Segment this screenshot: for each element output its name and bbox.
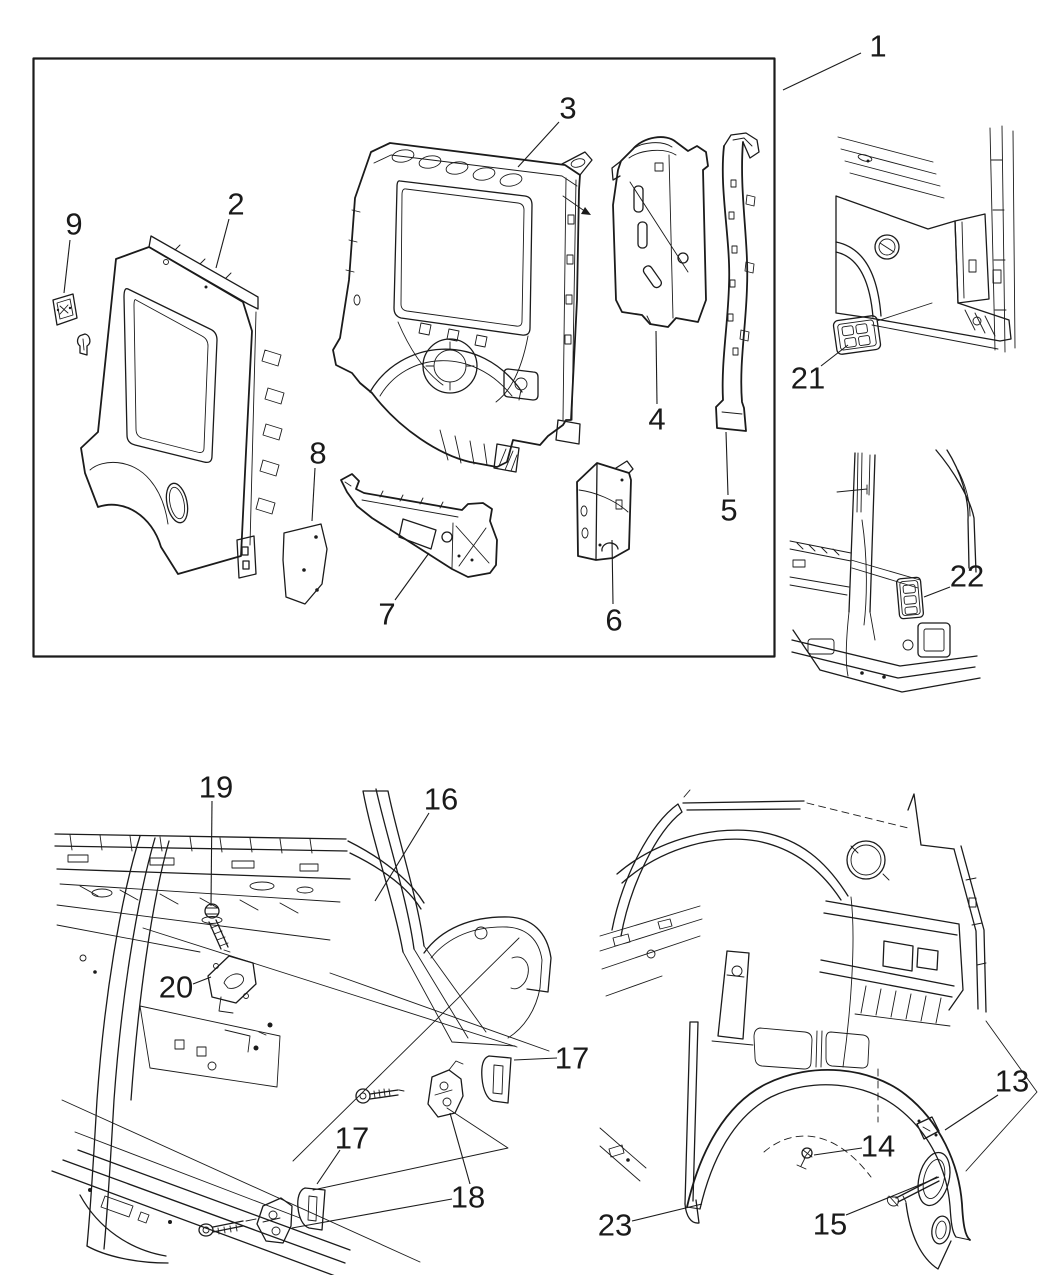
part-door-check-upper bbox=[427, 1060, 464, 1118]
callout-5-label: 5 bbox=[720, 493, 737, 528]
callout-3-label: 3 bbox=[559, 91, 576, 126]
callout-17b-leader bbox=[316, 1149, 341, 1185]
callout-14-label: 14 bbox=[861, 1129, 895, 1164]
callout-8-leader bbox=[311, 467, 316, 522]
part-striker-cover-upper bbox=[481, 1055, 512, 1104]
callout-18-label: 18 bbox=[451, 1180, 485, 1215]
part-striker-cover-lower bbox=[297, 1187, 326, 1231]
main-assembly-box bbox=[32, 57, 776, 658]
callout-15-label: 15 bbox=[813, 1207, 847, 1242]
part-push-pin bbox=[886, 1176, 940, 1207]
part-air-exhauster-vent-2 bbox=[895, 576, 925, 620]
callout-1-label: 1 bbox=[869, 29, 886, 64]
callout-18-leader bbox=[291, 1198, 453, 1229]
callout-22-leader bbox=[923, 586, 951, 598]
callout-22-label: 22 bbox=[950, 559, 984, 594]
callout-9-label: 9 bbox=[65, 207, 82, 242]
callout-21-label: 21 bbox=[791, 361, 825, 396]
callout-4-leader bbox=[655, 330, 658, 405]
callout-2-leader bbox=[215, 218, 230, 269]
callout-8-label: 8 bbox=[309, 436, 326, 471]
part-door-check-lower bbox=[256, 1197, 293, 1244]
part-pillar-reinforcement bbox=[611, 136, 709, 328]
callout-5-leader bbox=[725, 431, 729, 496]
callout-23-label: 23 bbox=[598, 1208, 632, 1243]
callout-6-leader bbox=[611, 539, 614, 605]
part-sill-support bbox=[340, 473, 498, 578]
part-corner-bracket bbox=[576, 460, 634, 561]
callout-9-leader bbox=[63, 239, 71, 294]
callout-15-leader bbox=[845, 1176, 940, 1216]
callout-17a-leader bbox=[513, 1057, 558, 1061]
part-splash-shield-edge bbox=[684, 1021, 700, 1224]
callout-19-label: 19 bbox=[199, 770, 233, 805]
callout-21-leader bbox=[820, 344, 849, 367]
part-latch-striker bbox=[207, 955, 257, 1014]
assembly-direction-arrow bbox=[562, 195, 591, 215]
part-arch-bracket bbox=[916, 1116, 940, 1140]
callout-20-leader bbox=[192, 976, 212, 985]
figure-body-side-inner bbox=[51, 788, 552, 1275]
callout-17a-label: 17 bbox=[555, 1041, 589, 1076]
callout-1-leader bbox=[782, 52, 862, 91]
part-bolt bbox=[201, 903, 231, 953]
callout-13-leader bbox=[944, 1094, 999, 1131]
callout-16-leader bbox=[374, 812, 430, 902]
callout-20-label: 20 bbox=[159, 970, 193, 1005]
part-quarter-panel-outer bbox=[80, 235, 285, 579]
part-rail-reinforcement bbox=[715, 132, 760, 432]
part-screw-upper bbox=[355, 1088, 405, 1104]
part-inner-quarter-panel bbox=[332, 142, 593, 473]
callout-18-leader-2 bbox=[449, 1112, 471, 1185]
callout-13-label: 13 bbox=[995, 1064, 1029, 1099]
figure-wheelhouse-inner bbox=[599, 789, 1038, 1270]
callout-23-leader bbox=[631, 1203, 703, 1222]
part-air-exhauster-vent bbox=[832, 315, 882, 355]
figure-rear-quarter-outside bbox=[832, 125, 1016, 355]
figure-rear-corner bbox=[789, 449, 981, 693]
callout-7-label: 7 bbox=[378, 597, 395, 632]
part-screw-lower bbox=[198, 1218, 257, 1237]
part-clip bbox=[76, 333, 91, 356]
part-patch-panel bbox=[282, 523, 328, 605]
callout-4-label: 4 bbox=[648, 402, 665, 437]
callout-14-leader bbox=[813, 1147, 863, 1156]
callout-19-leader bbox=[210, 800, 213, 907]
callout-2-label: 2 bbox=[227, 187, 244, 222]
callout-6-label: 6 bbox=[605, 603, 622, 638]
callout-7-leader bbox=[394, 552, 430, 601]
callout-16-label: 16 bbox=[424, 782, 458, 817]
callout-17b-label: 17 bbox=[335, 1121, 369, 1156]
callout-3-leader bbox=[517, 121, 560, 168]
part-retainer-clip bbox=[796, 1147, 813, 1170]
part-retainer-plate bbox=[52, 293, 78, 326]
